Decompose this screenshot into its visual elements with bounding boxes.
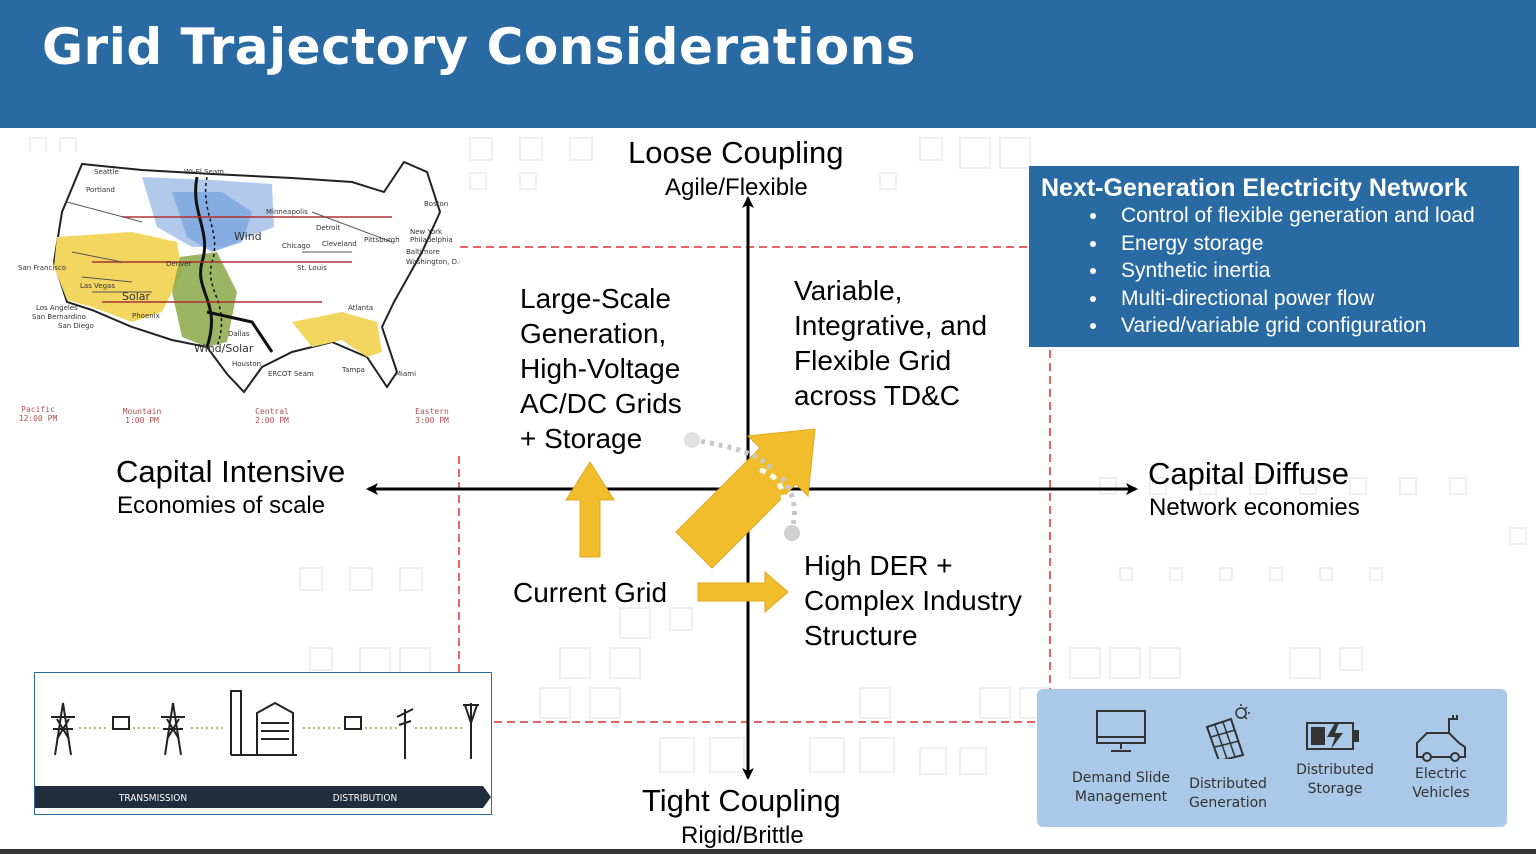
arrow-diagonal [675, 428, 816, 569]
pole-icon [463, 703, 479, 759]
map-label: Pittsburgh [364, 236, 400, 244]
transmission-distribution-diagram: TRANSMISSION DISTRIBUTION [34, 672, 492, 815]
connector-lines [66, 201, 393, 293]
map-label: Phoenix [132, 312, 160, 320]
map-label: San Bernardino [32, 313, 86, 321]
list-item: Energy storage [1109, 230, 1475, 258]
map-label: Wind/Solar [194, 342, 254, 355]
svg-text:Eastern: Eastern [415, 407, 449, 416]
map-label: Boston [424, 200, 448, 208]
map-label: Dallas [228, 330, 250, 338]
map-label: St. Louis [297, 264, 327, 272]
electric-car-icon [1416, 715, 1466, 762]
next-gen-list: Control of flexible generation and load … [1081, 202, 1475, 340]
axis-bottom-label: Tight Coupling [642, 783, 841, 818]
pole-icon [396, 708, 414, 759]
map-label: Chicago [282, 242, 310, 250]
svg-text:Mountain: Mountain [123, 407, 162, 416]
map-label: Houston [232, 360, 261, 368]
map-label: WI-El Seam [184, 168, 224, 176]
map-label: Philadelphia [410, 236, 453, 244]
hvdc-lines [92, 216, 392, 303]
us-grid-map: WI-El Seam Wind Solar Wind/Solar ERCOT S… [12, 152, 466, 452]
svg-text:12:00 PM: 12:00 PM [19, 414, 58, 423]
arrow-right [697, 570, 789, 614]
arrow-up [565, 461, 615, 558]
axis-left-sublabel: Economies of scale [117, 492, 326, 519]
next-gen-title: Next-Generation Electricity Network [1041, 174, 1468, 202]
axis-left-label: Capital Intensive [116, 454, 346, 489]
map-label: Minneapolis [266, 208, 308, 216]
battery-icon [1306, 722, 1359, 750]
map-label: San Francisco [18, 264, 66, 272]
bottom-bar [0, 849, 1536, 854]
axis-right-sublabel: Network economies [1149, 494, 1360, 521]
svg-text:Pacific: Pacific [21, 405, 55, 414]
page-title: Grid Trajectory Considerations [42, 18, 917, 76]
map-label: Cleveland [322, 240, 357, 248]
svg-text:3:00 PM: 3:00 PM [415, 416, 449, 425]
solar-panel-icon [1205, 704, 1250, 759]
map-label: Atlanta [348, 304, 373, 312]
current-grid-label: Current Grid [513, 577, 668, 608]
map-label: New York [410, 228, 443, 236]
tower-icon [161, 702, 185, 756]
map-label: Denver [166, 260, 192, 268]
svg-text:2:00 PM: 2:00 PM [255, 416, 289, 425]
axis-right-label: Capital Diffuse [1148, 456, 1350, 491]
list-item: Multi-directional power flow [1109, 285, 1475, 313]
map-label: Los Angeles [36, 304, 78, 312]
map-label: Miami [395, 370, 416, 378]
tower-icon [51, 702, 75, 756]
list-item: Varied/variable grid configuration [1109, 312, 1475, 340]
dot-end [784, 525, 800, 541]
map-label: Solar [122, 290, 151, 303]
map-label: Washington, D.C. [406, 258, 460, 266]
map-label: Wind [234, 230, 262, 243]
monitor-icon [1096, 710, 1146, 752]
transmission-label: TRANSMISSION [118, 793, 187, 804]
svg-text:1:00 PM: 1:00 PM [125, 416, 159, 425]
power-plant-icon [230, 690, 297, 756]
map-label: Detroit [316, 224, 340, 232]
map-label: Las Vegas [80, 282, 115, 290]
map-label: ERCOT Seam [268, 370, 314, 378]
background-pattern [29, 137, 1527, 775]
axis-top-label: Loose Coupling [628, 135, 844, 170]
list-item: Synthetic inertia [1109, 257, 1475, 285]
map-label: Seattle [94, 168, 119, 176]
axis-top-sublabel: Agile/Flexible [665, 174, 808, 201]
diagonal-dashes [759, 467, 787, 521]
transformer-icon [344, 716, 362, 730]
map-label: Baltimore [406, 248, 440, 256]
svg-text:Central: Central [255, 407, 289, 416]
dashed-region [458, 246, 1051, 723]
us-map-graphic: WI-El Seam Wind Solar Wind/Solar ERCOT S… [18, 160, 466, 425]
header-bar: Grid Trajectory Considerations [0, 0, 1536, 128]
distribution-label: DISTRIBUTION [333, 793, 397, 804]
map-label: San Diego [58, 322, 94, 330]
map-label: Tampa [341, 366, 365, 374]
dot-start [684, 432, 700, 448]
list-item: Control of flexible generation and load [1109, 202, 1475, 230]
dotted-path [691, 437, 797, 531]
axis-bottom-sublabel: Rigid/Brittle [681, 822, 804, 849]
transformer-icon [112, 716, 130, 730]
map-label: Portland [86, 186, 115, 194]
next-gen-network-box: Next-Generation Electricity Network Cont… [1029, 166, 1519, 347]
